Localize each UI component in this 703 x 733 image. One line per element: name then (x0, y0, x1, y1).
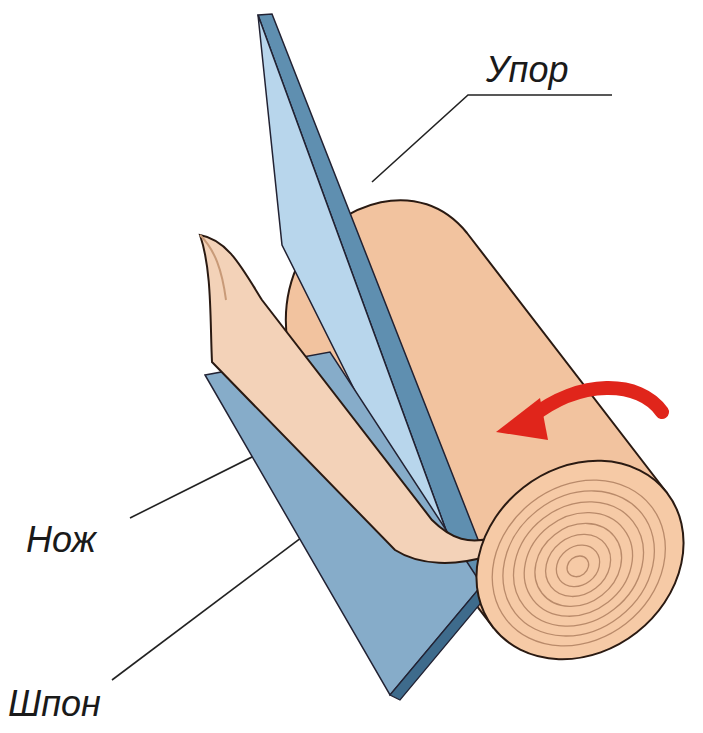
growth-ring (533, 521, 623, 609)
knife-edge (390, 585, 490, 700)
part-label: Нож (26, 522, 96, 558)
growth-ring (474, 461, 684, 666)
veneer-sheet (200, 235, 492, 563)
growth-ring (563, 552, 593, 581)
part-label: Шпон (8, 686, 101, 722)
rotation-arrow (530, 388, 662, 418)
rotation-arrowhead (496, 398, 548, 440)
veneer-curl (200, 235, 226, 300)
growth-ring (489, 476, 669, 652)
growth-ring (504, 491, 654, 637)
part-label: Упор (486, 52, 568, 88)
growth-ring (459, 446, 699, 680)
log-end (437, 420, 703, 700)
